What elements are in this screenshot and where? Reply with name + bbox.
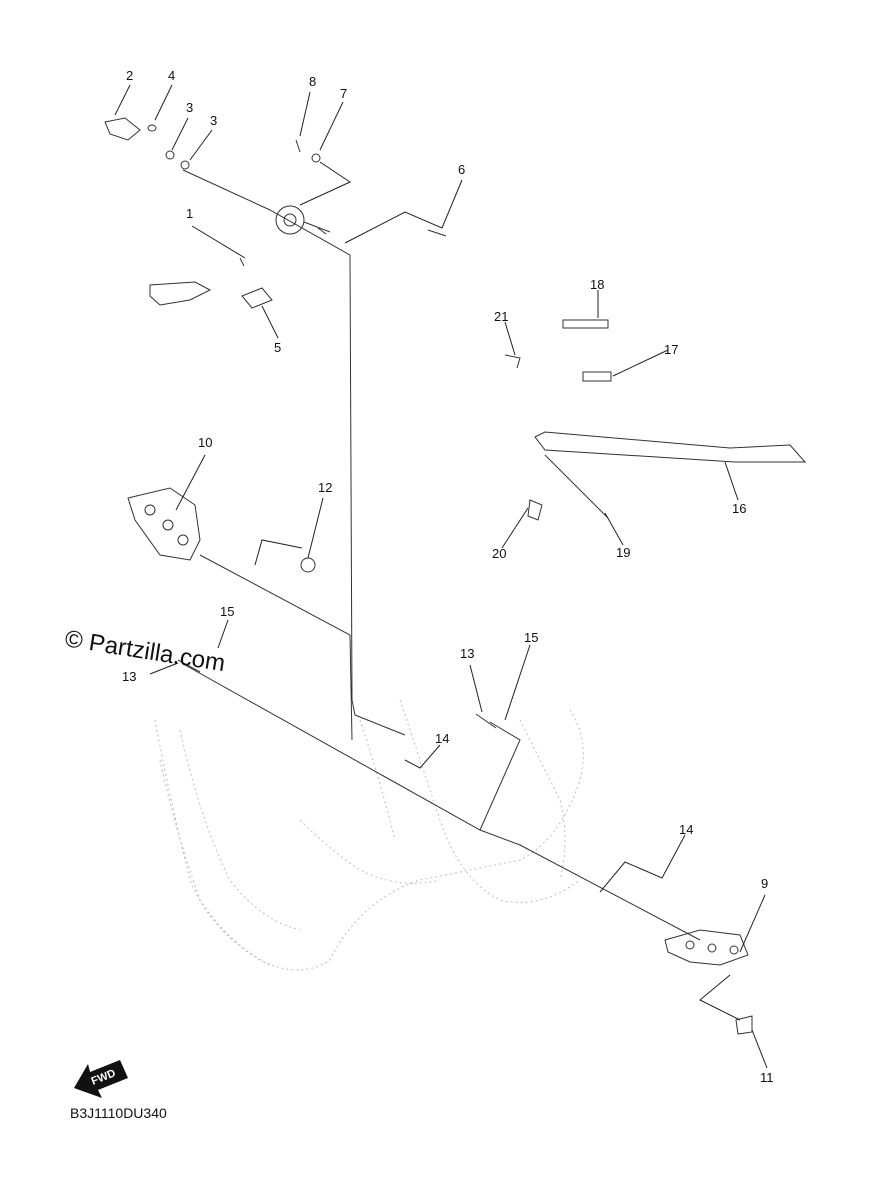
washer-4: [147, 124, 157, 132]
hose-guide-13b: [475, 713, 497, 729]
front-master-cylinder: [275, 205, 331, 235]
callout-1: 1: [186, 206, 193, 221]
gasket-3b: [180, 160, 190, 170]
reservoir-5: [241, 287, 273, 309]
fwd-arrow-icon: FWD: [74, 1060, 128, 1098]
gasket-3a: [165, 150, 175, 160]
callout-14b: 14: [679, 822, 693, 837]
callout-8: 8: [309, 74, 316, 89]
callout-10: 10: [198, 435, 212, 450]
callout-4: 4: [168, 68, 175, 83]
callout-5: 5: [274, 340, 281, 355]
callout-19: 19: [616, 545, 630, 560]
callout-20: 20: [492, 546, 506, 561]
callout-16: 16: [732, 501, 746, 516]
callout-9: 9: [761, 876, 768, 891]
plug-7: [311, 153, 321, 163]
frame-ghost-outline: [154, 699, 584, 971]
banjo-bolt-2: [104, 117, 141, 141]
rear-master-cylinder-16: [534, 431, 807, 463]
callout-3b: 3: [210, 113, 217, 128]
callout-2: 2: [126, 68, 133, 83]
pin-17: [582, 371, 612, 382]
callout-13b: 13: [460, 646, 474, 661]
watermark-text: © Partzilla.com: [63, 625, 227, 677]
callout-7: 7: [340, 86, 347, 101]
rear-caliper-9: [664, 929, 749, 966]
hose-guide-13a: [177, 659, 201, 673]
clevis-20: [527, 499, 543, 521]
brake-hoses: [182, 169, 701, 941]
callout-21: 21: [494, 309, 508, 324]
callout-6: 6: [458, 162, 465, 177]
callout-leaders: [114, 84, 768, 1069]
callout-3a: 3: [186, 100, 193, 115]
pad-12: [300, 557, 316, 573]
bolt-6: [427, 229, 447, 237]
callout-12: 12: [318, 480, 332, 495]
callout-15b: 15: [524, 630, 538, 645]
callout-13a: 13: [122, 669, 136, 684]
callout-11: 11: [760, 1070, 774, 1085]
rod-19: [544, 454, 609, 519]
spring-18: [562, 319, 609, 329]
front-caliper-10: [127, 487, 201, 561]
switch-8: [295, 139, 301, 153]
bleed-screw-11: [735, 1015, 753, 1035]
lever-bracket-1: [149, 257, 245, 306]
cotter-21: [504, 354, 521, 369]
callout-17: 17: [664, 342, 678, 357]
callout-18: 18: [590, 277, 604, 292]
callout-14a: 14: [435, 731, 449, 746]
diagram-code: B3J1110DU340: [70, 1105, 167, 1121]
callout-15a: 15: [220, 604, 234, 619]
